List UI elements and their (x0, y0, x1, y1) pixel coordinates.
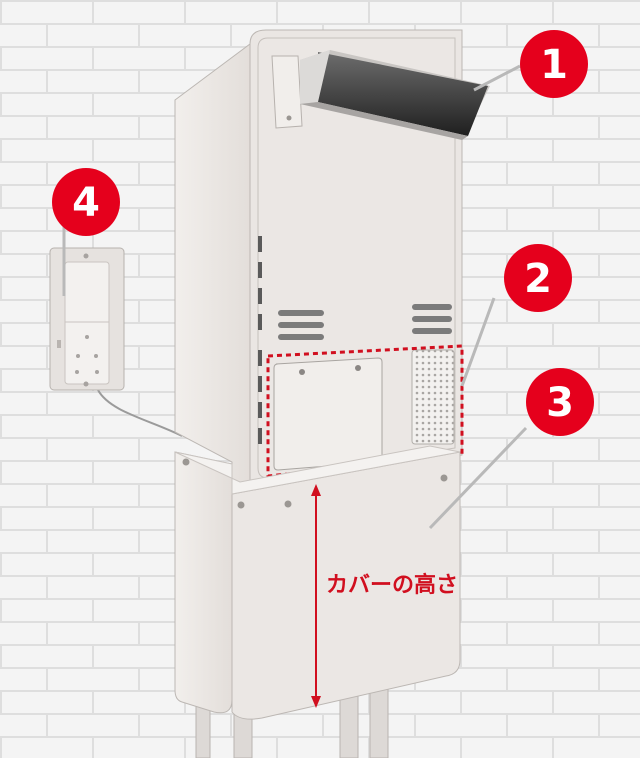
svg-text:1: 1 (540, 42, 568, 88)
remote-cable (97, 389, 183, 437)
cover-height-arrow (311, 484, 321, 708)
intake-filter (411, 349, 455, 445)
side-slots (258, 236, 262, 444)
callout-badge-1: 1 (520, 30, 588, 98)
svg-text:3: 3 (546, 380, 574, 426)
cover-height-label: カバーの高さ (326, 572, 458, 598)
piping-cover (174, 445, 461, 720)
callout-badge-4: 4 (52, 168, 120, 236)
access-panel (273, 357, 383, 471)
remote-controller (49, 247, 125, 391)
top-lid (271, 55, 303, 129)
svg-text:4: 4 (72, 180, 100, 226)
callout-badge-2: 2 (504, 244, 572, 312)
svg-text:2: 2 (524, 256, 552, 302)
unit-side-face (174, 43, 251, 498)
highlight-area (266, 344, 464, 478)
front-vents (278, 304, 452, 340)
callout-badge-3: 3 (526, 368, 594, 436)
exhaust-hood-icon (300, 50, 490, 140)
